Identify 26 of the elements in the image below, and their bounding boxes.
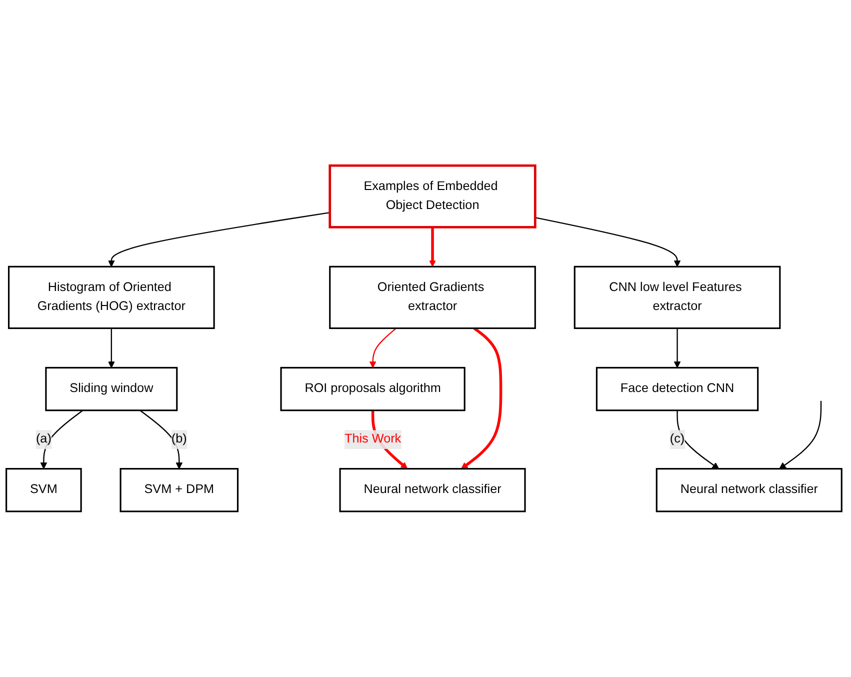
node-box: Face detection CNN (596, 366, 759, 412)
arrow (369, 328, 397, 368)
node-box: ROI proposals algorithm (280, 366, 466, 412)
node-box: Neural network classifier (339, 468, 526, 512)
edge-label: (b) (171, 432, 187, 446)
edge-label: This Work (344, 432, 402, 446)
node-box: Examples of Embedded Object Detection (328, 164, 536, 228)
edge-label: (c) (670, 432, 685, 446)
node-box: Oriented Gradients extractor (329, 266, 536, 330)
node-box: SVM (6, 468, 82, 512)
arrow (40, 410, 84, 470)
arrow (535, 217, 681, 267)
arrow (108, 328, 115, 368)
arrow (461, 327, 502, 470)
node-box: Neural network classifier (656, 468, 842, 512)
arrow (140, 410, 183, 470)
arrow (779, 400, 822, 470)
arrow (676, 410, 720, 470)
arrow (674, 328, 681, 368)
edge-label: (a) (36, 432, 52, 446)
node-box: CNN low level Features extractor (574, 266, 781, 330)
node-box: SVM + DPM (120, 468, 239, 512)
arrow (429, 227, 436, 267)
node-box: Histogram of Oriented Gradients (HOG) extractor (8, 266, 215, 330)
node-box: Sliding window (45, 366, 178, 412)
arrow (108, 212, 330, 267)
